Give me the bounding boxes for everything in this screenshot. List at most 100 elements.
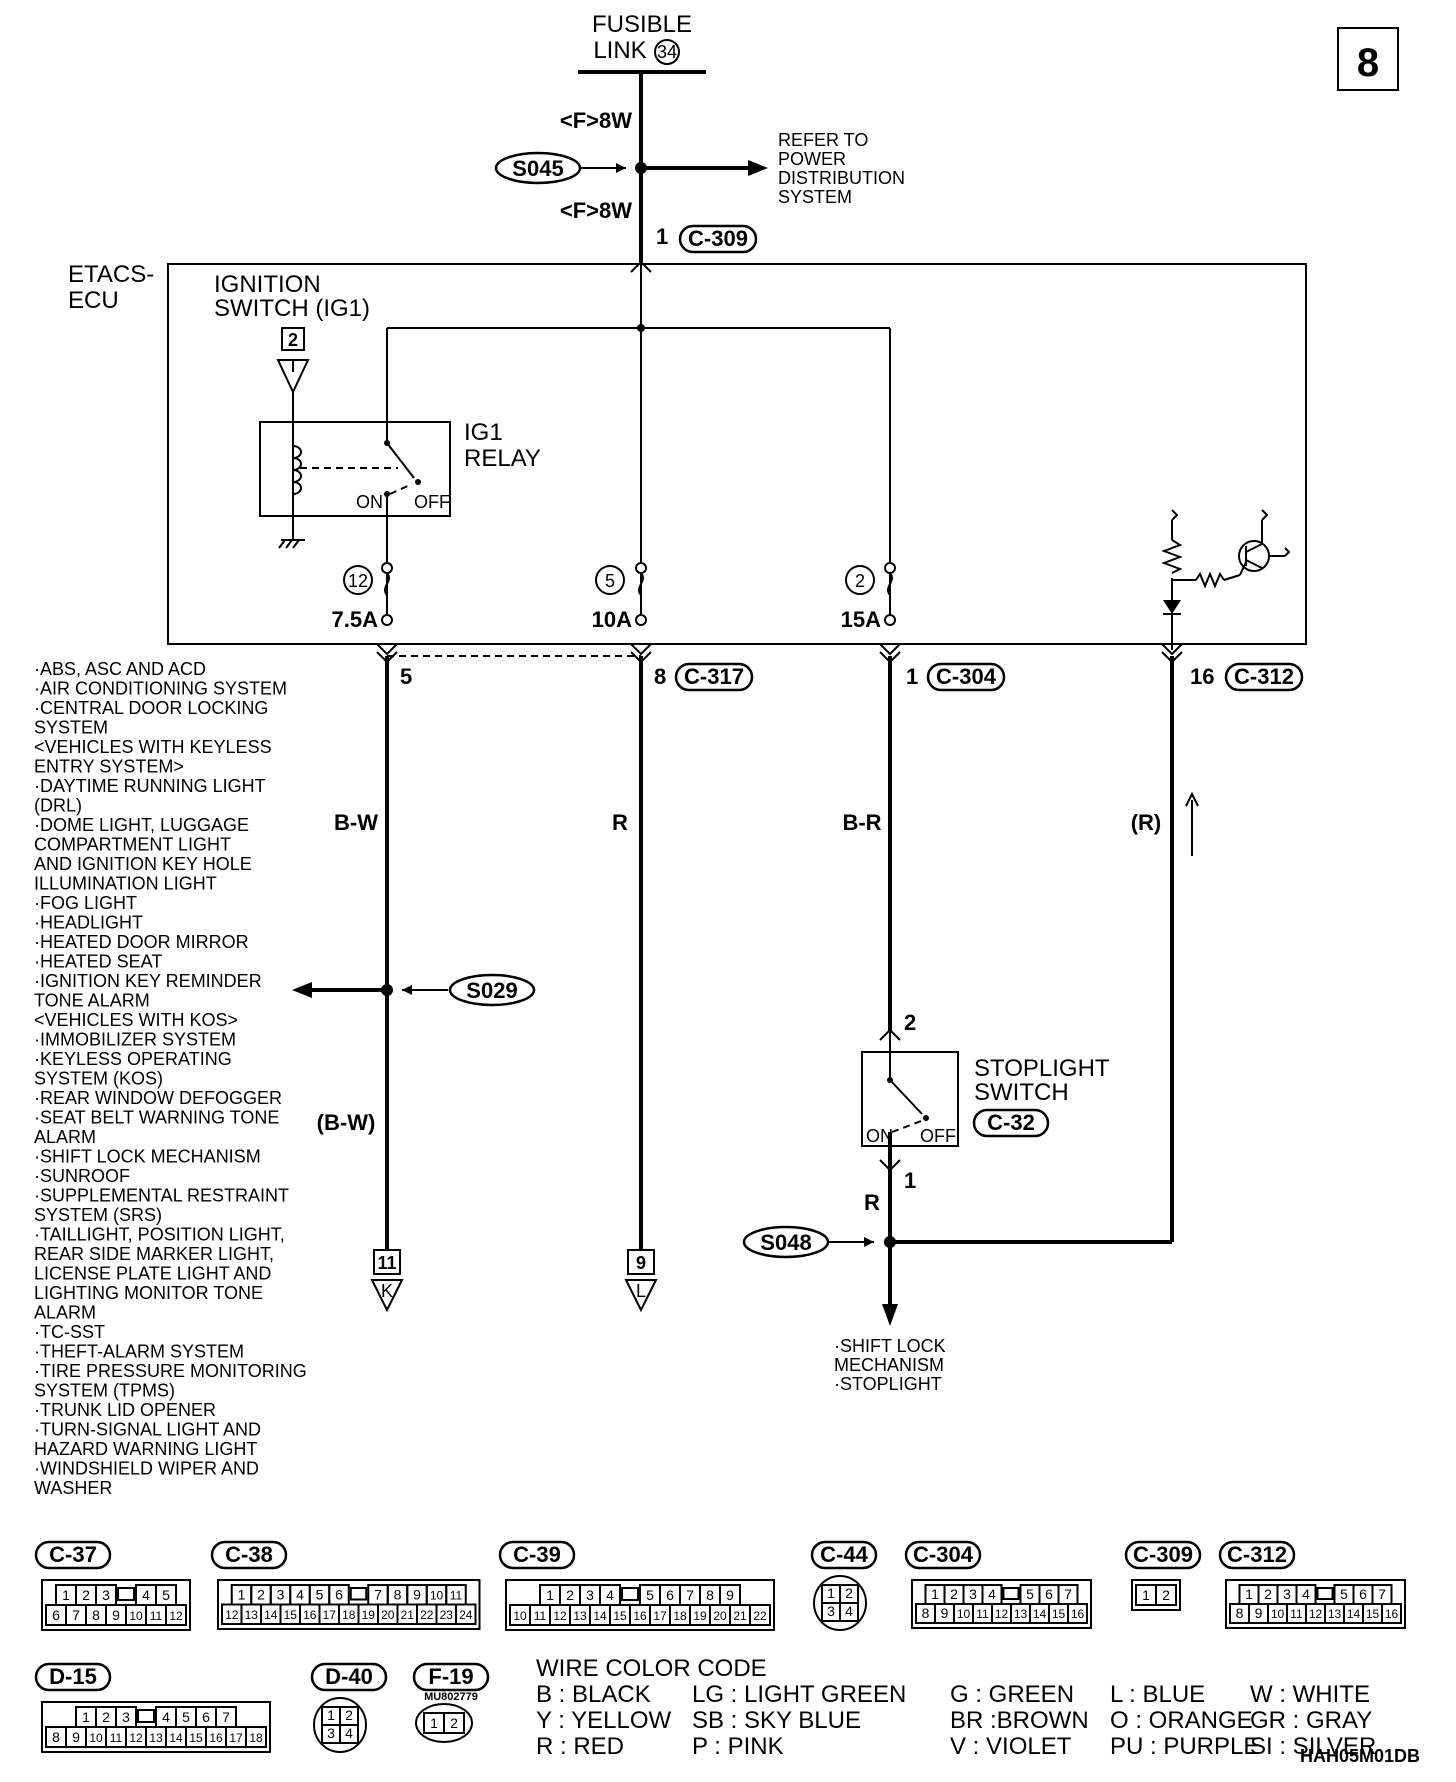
connector-pin: 17 xyxy=(653,1609,667,1623)
stoplight-label-1: STOPLIGHT xyxy=(974,1055,1110,1082)
connector-pin: 15 xyxy=(189,1731,203,1745)
s029-pointer-arrow xyxy=(402,985,412,995)
s045-pointer-arrow xyxy=(616,163,626,173)
connector-pin: 12 xyxy=(225,1608,239,1622)
connector-pin: 2 xyxy=(102,1709,110,1725)
stoplight-switch-box xyxy=(861,1051,959,1147)
stoplight-pin1-mark xyxy=(879,1159,901,1172)
ignition-label-1: IGNITION xyxy=(214,271,321,298)
systems-list: ·ABS, ASC AND ACD·AIR CONDITIONING SYSTE… xyxy=(34,659,307,1498)
wire-color-r: R xyxy=(612,810,628,835)
systems-list-item: ·TC-SST xyxy=(34,1322,105,1342)
power-distribution-arrow xyxy=(748,160,768,176)
terminal-k-letter: K xyxy=(381,1281,393,1301)
etacs-label-2: ECU xyxy=(68,287,119,314)
connector-pin: 13 xyxy=(1328,1607,1342,1621)
connector-pin: 1 xyxy=(1142,1587,1150,1603)
systems-list-item: ·KEYLESS OPERATING xyxy=(34,1049,232,1069)
fuse-12 xyxy=(343,562,393,626)
connector-pin: 1 xyxy=(327,1707,335,1723)
pin-c309-1: 1 xyxy=(656,224,668,249)
connector-pin: 8 xyxy=(922,1605,930,1621)
systems-list-item: COMPARTMENT LIGHT xyxy=(34,835,231,855)
connector-pin: 2 xyxy=(845,1585,853,1601)
connector-c309-tag xyxy=(678,224,758,254)
connector-pin: 13 xyxy=(1014,1607,1028,1621)
wire-color-code-entry: PU : PURPLE xyxy=(1110,1733,1259,1760)
connector-pin: 17 xyxy=(229,1731,243,1745)
wire-color-code-entry: LG : LIGHT GREEN xyxy=(692,1681,906,1708)
input-transistor-circuit xyxy=(1161,509,1291,650)
connector-pin: 2 xyxy=(82,1587,90,1603)
splice-s045-label: S045 xyxy=(512,156,563,181)
connector-pin: 6 xyxy=(202,1709,210,1725)
wire-color-code-entry: SB : SKY BLUE xyxy=(692,1707,861,1734)
connector-pin: 14 xyxy=(1347,1607,1361,1621)
s048-pointer-arrow xyxy=(864,1237,874,1247)
ig1-relay-box xyxy=(259,421,451,517)
connector-pin: 2 xyxy=(1162,1587,1170,1603)
systems-list-item: SYSTEM (KOS) xyxy=(34,1069,163,1089)
stoplight-off-label: OFF xyxy=(920,1126,956,1146)
etacs-label-1: ETACS- xyxy=(68,261,154,288)
connector-pin: 8 xyxy=(706,1587,714,1603)
systems-list-item: ENTRY SYSTEM> xyxy=(34,757,184,777)
connector-pin: 11 xyxy=(976,1607,989,1621)
wire-color-code-entry: G : GREEN xyxy=(950,1681,1074,1708)
stoplight-off-contact xyxy=(923,1115,929,1121)
connector-pin: 4 xyxy=(345,1725,353,1741)
systems-list-item: SYSTEM (TPMS) xyxy=(34,1381,175,1401)
stoplight-contact-gap xyxy=(891,1119,925,1133)
connector-pin: 18 xyxy=(673,1609,687,1623)
terminal-k-number: 11 xyxy=(377,1253,396,1273)
pin-8: 8 xyxy=(654,664,666,689)
connector-pin: 6 xyxy=(1045,1586,1053,1602)
systems-list-item: HAZARD WARNING LIGHT xyxy=(34,1439,257,1459)
connector-pin: 3 xyxy=(969,1586,977,1602)
wire-color-code-entry: V : VIOLET xyxy=(950,1733,1072,1760)
connector-pin: 3 xyxy=(827,1603,835,1619)
relay-contact-gap xyxy=(389,483,413,495)
connector-pin: 7 xyxy=(374,1587,382,1603)
connector-tag-label: D-15 xyxy=(49,1664,97,1689)
connector-pin: 14 xyxy=(264,1608,278,1622)
connector-pin: 11 xyxy=(450,1589,463,1603)
connector-pin: 15 xyxy=(1052,1607,1066,1621)
relay-on-label: ON xyxy=(356,492,383,512)
connector-c312-label: C-312 xyxy=(1234,664,1294,689)
connector-pin: 7 xyxy=(222,1709,230,1725)
systems-list-item: AND IGNITION KEY HOLE xyxy=(34,854,252,874)
wire-color-code-entry: W : WHITE xyxy=(1250,1681,1370,1708)
connector-pin: 3 xyxy=(586,1587,594,1603)
shift-note-2: MECHANISM xyxy=(834,1355,944,1375)
wire-color-r2: R xyxy=(864,1190,880,1215)
relay-label-1: IG1 xyxy=(464,419,503,446)
stoplight-pin2-mark xyxy=(879,1028,901,1041)
systems-list-item: ·THEFT-ALARM SYSTEM xyxy=(34,1342,244,1362)
wire-color-br: B-R xyxy=(842,810,881,835)
stoplight-contact-arm xyxy=(889,1079,923,1115)
connector-pin: 6 xyxy=(335,1587,343,1603)
systems-list-item: ·AIR CONDITIONING SYSTEM xyxy=(34,679,287,699)
connector-pin: 6 xyxy=(52,1607,60,1623)
refer-note-3: DISTRIBUTION xyxy=(778,168,905,188)
connector-pin: 11 xyxy=(1290,1607,1303,1621)
connector-pin: 1 xyxy=(62,1587,70,1603)
connector-pin: 8 xyxy=(1236,1605,1244,1621)
connector-pin: 7 xyxy=(72,1607,80,1623)
fuse-5-rating: 10A xyxy=(592,607,632,632)
connector-pin: 5 xyxy=(1340,1586,1348,1602)
connector-pin: 14 xyxy=(593,1609,607,1623)
connector-c32-label: C-32 xyxy=(987,1110,1035,1135)
systems-list-item: ·SEAT BELT WARNING TONE xyxy=(34,1108,279,1128)
connector-pin: 2 xyxy=(450,1715,458,1731)
systems-list-item: ·HEATED SEAT xyxy=(34,952,162,972)
connector-pin: 10 xyxy=(513,1609,527,1623)
connector-pin: 5 xyxy=(316,1587,324,1603)
systems-list-item: ·HEADLIGHT xyxy=(34,913,143,933)
fusible-link-number: 34 xyxy=(657,42,677,62)
systems-list-item: ·HEATED DOOR MIRROR xyxy=(34,932,249,952)
connector-pin: 1 xyxy=(827,1585,835,1601)
systems-list-item: ALARM xyxy=(34,1127,96,1147)
